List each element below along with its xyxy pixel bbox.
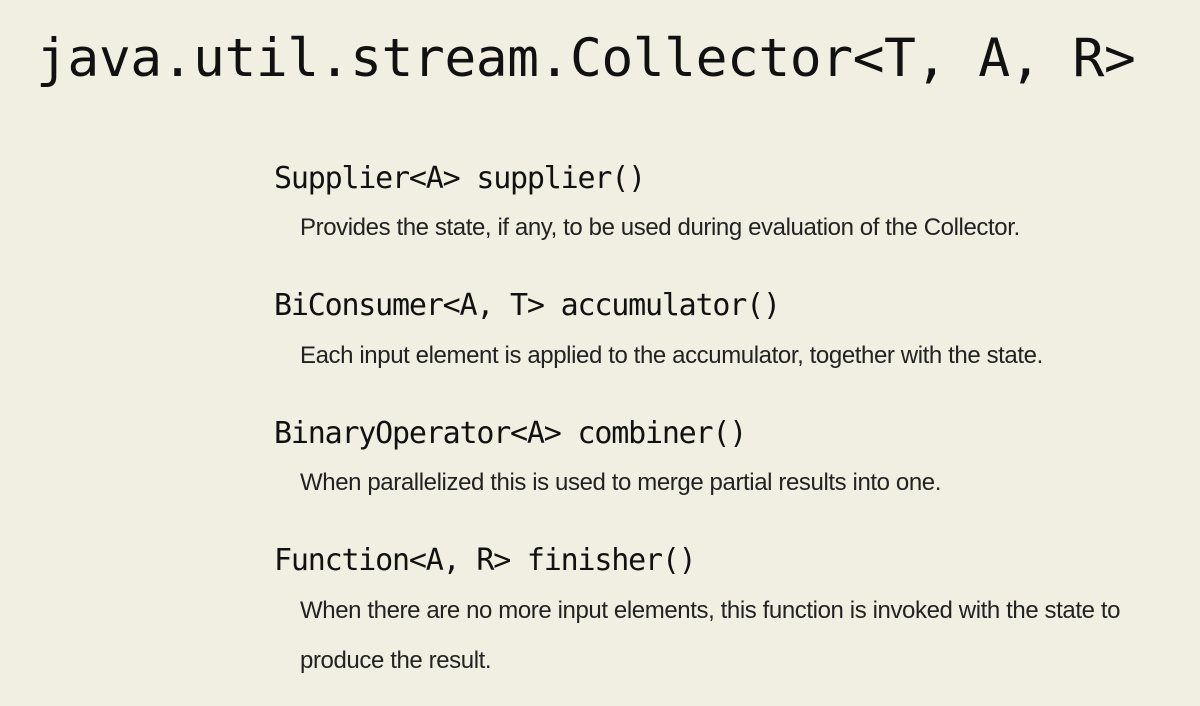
method-description-supplier: Provides the state, if any, to be used d… [300,214,1020,241]
method-signature-accumulator: BiConsumer<A, T> accumulator() [274,288,781,323]
slide-title: java.util.stream.Collector<T, A, R> [36,28,1136,89]
method-signature-supplier: Supplier<A> supplier() [274,161,646,196]
method-signature-finisher: Function<A, R> finisher() [274,543,697,578]
method-description-combiner: When parallelized this is used to merge … [300,469,942,496]
method-description-accumulator: Each input element is applied to the acc… [300,342,1043,369]
method-signature-combiner: BinaryOperator<A> combiner() [274,416,747,451]
method-description-finisher: When there are no more input elements, t… [300,597,1121,674]
